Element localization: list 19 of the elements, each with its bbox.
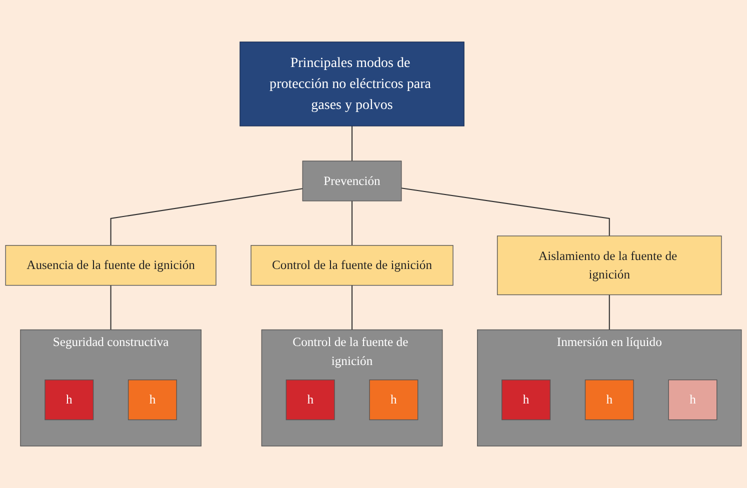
- node-box: h: [502, 380, 551, 420]
- node-box: h: [369, 380, 418, 420]
- node-box: h: [128, 380, 177, 420]
- node-box: Control de la fuente de ignición: [250, 245, 454, 286]
- connector: [110, 285, 112, 330]
- connector: [608, 294, 610, 330]
- node-box: h: [286, 380, 335, 420]
- connector: [110, 188, 303, 246]
- node-box: Ausencia de la fuente de ignición: [5, 245, 216, 286]
- node-box: Prevención: [302, 160, 402, 202]
- node-box: h: [584, 380, 634, 420]
- connector: [401, 188, 610, 236]
- node-box: h: [44, 380, 94, 420]
- node-box: Aislamiento de la fuente de ignición: [496, 236, 722, 296]
- node-box: Principales modos de protección no eléctricos para gases y polvos: [240, 42, 464, 126]
- node-box: h: [668, 380, 718, 420]
- connector: [352, 285, 353, 330]
- connector: [352, 126, 353, 161]
- connector: [352, 200, 353, 246]
